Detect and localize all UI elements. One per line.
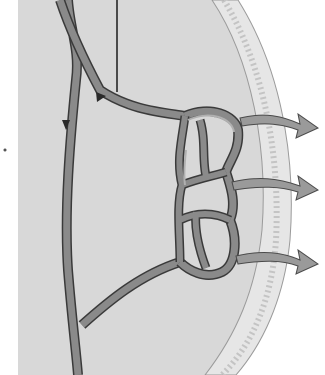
left-edge-dot [4,149,7,152]
